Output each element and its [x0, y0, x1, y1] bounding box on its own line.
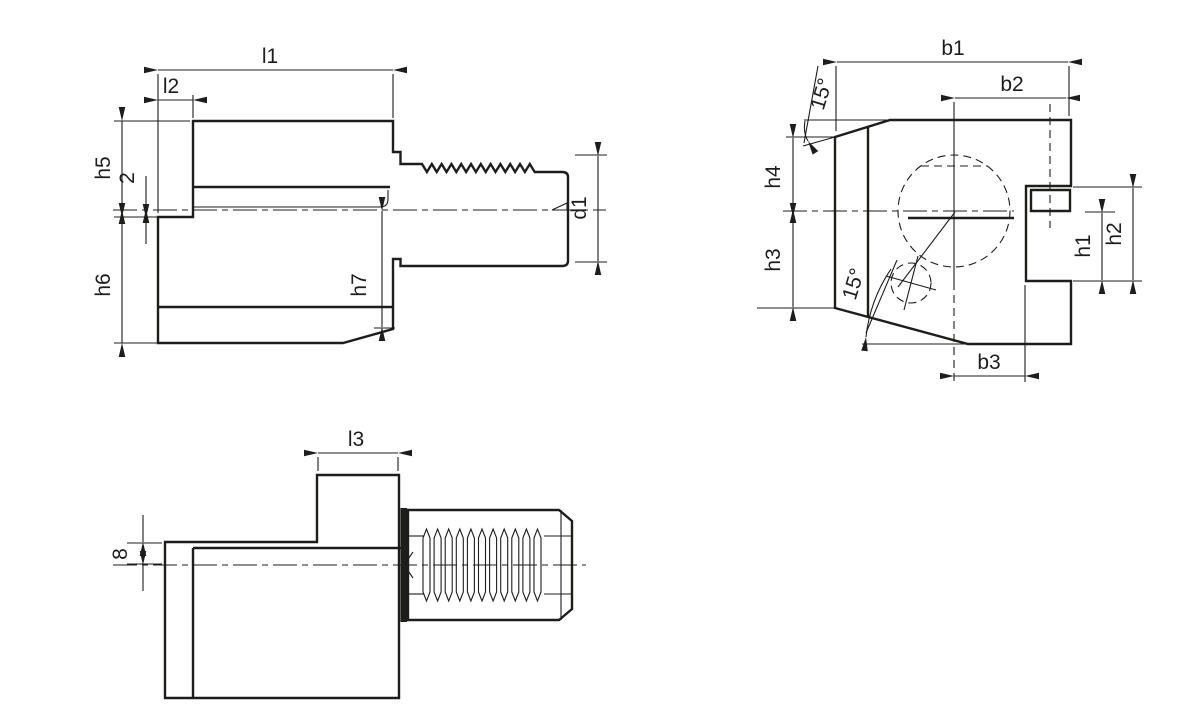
dim-label-h7: h7 [348, 273, 371, 296]
center-drill-mark [551, 202, 568, 211]
dim-label-l3: l3 [348, 428, 364, 451]
dim-label-l2: l2 [163, 75, 179, 98]
bottom-view: l3 8 [109, 428, 586, 700]
angle-leader [803, 65, 819, 144]
screw-hole-hidden-circle [890, 262, 932, 304]
dim-label-15-bottom: 15° [838, 266, 869, 303]
dim-label-b1: b1 [941, 37, 964, 60]
center-diagonal [897, 211, 956, 288]
angle-arc-bottom [861, 268, 892, 352]
slot-end-block [1029, 188, 1072, 213]
dim-label-b3: b3 [977, 351, 1000, 374]
dim-label-h6: h6 [92, 273, 115, 296]
side-body-outline [156, 119, 570, 345]
side-slot-cavity [193, 190, 389, 208]
dim-label-b2: b2 [1000, 73, 1023, 96]
threaded-shank-outline [406, 508, 574, 622]
dim-label-2: 2 [116, 172, 139, 184]
shank-hidden-circle [897, 154, 1011, 268]
side-view: l1 l2 h5 2 h6 h7 d1 [92, 45, 607, 357]
thread-runout [403, 551, 414, 566]
shank-collar [400, 508, 407, 622]
dim-label-h1: h1 [1072, 234, 1095, 257]
thread-runout [403, 564, 414, 579]
ext-line [802, 136, 836, 147]
front-view: b1 b2 b3 h4 h3 h1 h2 15° 15° [757, 37, 1142, 383]
front-body-outline [833, 118, 1073, 346]
bottom-body-outline [163, 473, 401, 700]
dim-label-8: 8 [109, 548, 132, 560]
dim-label-15-top: 15° [806, 76, 837, 113]
screw-hole-cross [885, 275, 937, 291]
dim-label-h4: h4 [762, 165, 785, 189]
angle-arc-top [803, 120, 819, 155]
dim-label-l1: l1 [262, 45, 278, 68]
angle-leader [865, 259, 898, 334]
dim-label-d1: d1 [568, 196, 591, 219]
dim-label-h5: h5 [92, 156, 115, 179]
dim-label-h3: h3 [762, 248, 785, 271]
dim-label-h2: h2 [1103, 222, 1126, 245]
